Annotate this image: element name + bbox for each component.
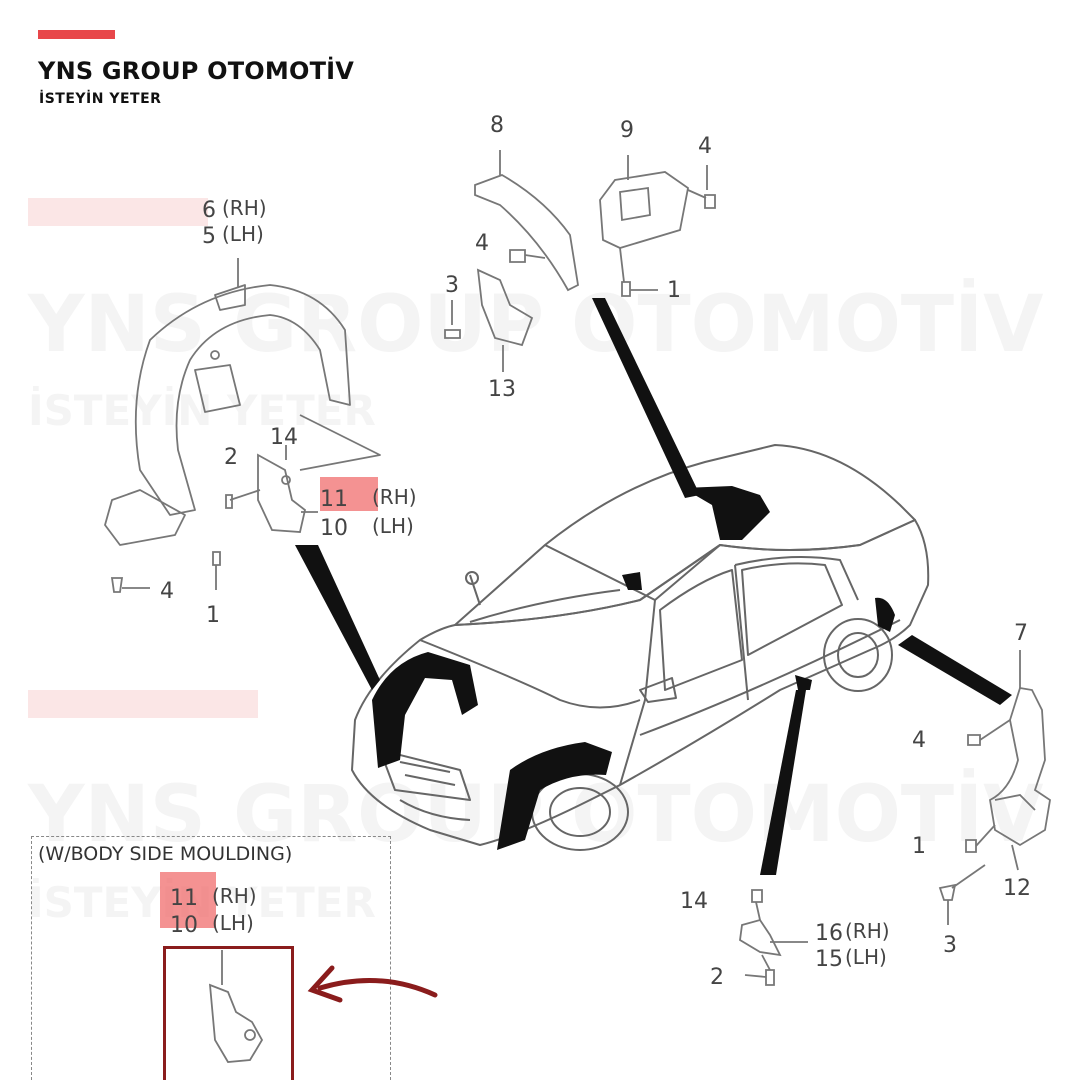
callout-1-top: 1: [667, 278, 681, 303]
callout-6: 6: [202, 198, 216, 223]
callout-3-top: 3: [445, 273, 459, 298]
label-highlight: [160, 872, 216, 928]
engine-cover-highlight: [683, 486, 770, 540]
inset-frame: [163, 946, 294, 1080]
watermark-title: YNS GROUP OTOMOTİV: [28, 280, 1044, 370]
front-liner-highlight: [372, 652, 478, 768]
car-highlights: [372, 486, 895, 850]
callout-10: 10: [320, 516, 348, 541]
callout-labels: 8 9 4 4 1 3 13 6 (RH) 5 (LH) 14 2 11 (RH…: [160, 113, 1031, 990]
note-box: [31, 836, 391, 1080]
cowl-highlight: [622, 572, 642, 590]
note-callout-10-side: (LH): [212, 911, 254, 935]
bracket-part-9: [599, 155, 716, 297]
mudguard-highlight: [795, 675, 812, 690]
inset-arrow: [307, 965, 438, 1003]
front-wheel-liner: [104, 258, 381, 546]
callout-8: 8: [490, 113, 504, 138]
callout-14-left: 14: [270, 425, 298, 450]
left-fasteners: [110, 445, 287, 593]
callout-6-side: (RH): [222, 196, 267, 220]
pointer-wedges: [295, 298, 1012, 875]
note-callout-11-side: (RH): [212, 884, 257, 908]
callout-16: 16: [815, 921, 843, 946]
callout-1-left: 1: [206, 603, 220, 628]
callout-2-bottom: 2: [710, 965, 724, 990]
callout-11: 11: [320, 487, 348, 512]
callout-16-side: (RH): [845, 919, 890, 943]
callout-12: 12: [1003, 876, 1031, 901]
car-body: [351, 444, 930, 846]
callout-3-right: 3: [943, 933, 957, 958]
callout-11-side: (RH): [372, 485, 417, 509]
callout-5-side: (LH): [222, 222, 264, 246]
callout-9: 9: [620, 118, 634, 143]
note-callout-10: 10: [170, 913, 198, 938]
callout-15-side: (LH): [845, 945, 887, 969]
left-mudguard: [257, 453, 318, 533]
label-highlight: [320, 477, 378, 511]
brand-accent-bar: [38, 30, 115, 39]
mudflap-part-13: [444, 268, 534, 372]
brand-title: YNS GROUP OTOMOTİV: [38, 57, 355, 85]
brand-subtitle: İSTEYİN YETER: [39, 91, 162, 107]
callout-13: 13: [488, 377, 516, 402]
note-callout-11: 11: [170, 886, 198, 911]
inset-mudguard: [208, 950, 264, 1063]
note-title: (W/BODY SIDE MOULDING): [38, 843, 293, 865]
callout-5: 5: [202, 224, 216, 249]
watermark-bar: [28, 690, 258, 718]
rear-liner-highlight: [875, 597, 895, 632]
callout-2-left: 2: [224, 445, 238, 470]
callout-10-side: (LH): [372, 514, 414, 538]
car-wheels: [531, 618, 893, 851]
cover-part-8: [474, 150, 579, 292]
watermark-subtitle: İSTEYİN YETER: [28, 386, 376, 435]
callout-7: 7: [1014, 621, 1028, 646]
callout-1-right: 1: [912, 834, 926, 859]
callout-14-bottom: 14: [680, 889, 708, 914]
callout-15: 15: [815, 947, 843, 972]
callout-4-top: 4: [698, 134, 712, 159]
callout-4-right: 4: [912, 728, 926, 753]
watermark-bar: [28, 198, 208, 226]
callout-4-mid: 4: [475, 231, 489, 256]
front-wheel-liner-highlight: [497, 742, 612, 850]
callout-4-left: 4: [160, 579, 174, 604]
side-moulding-mudguard: [739, 889, 808, 986]
rear-liner-part-7-12: [938, 650, 1051, 925]
